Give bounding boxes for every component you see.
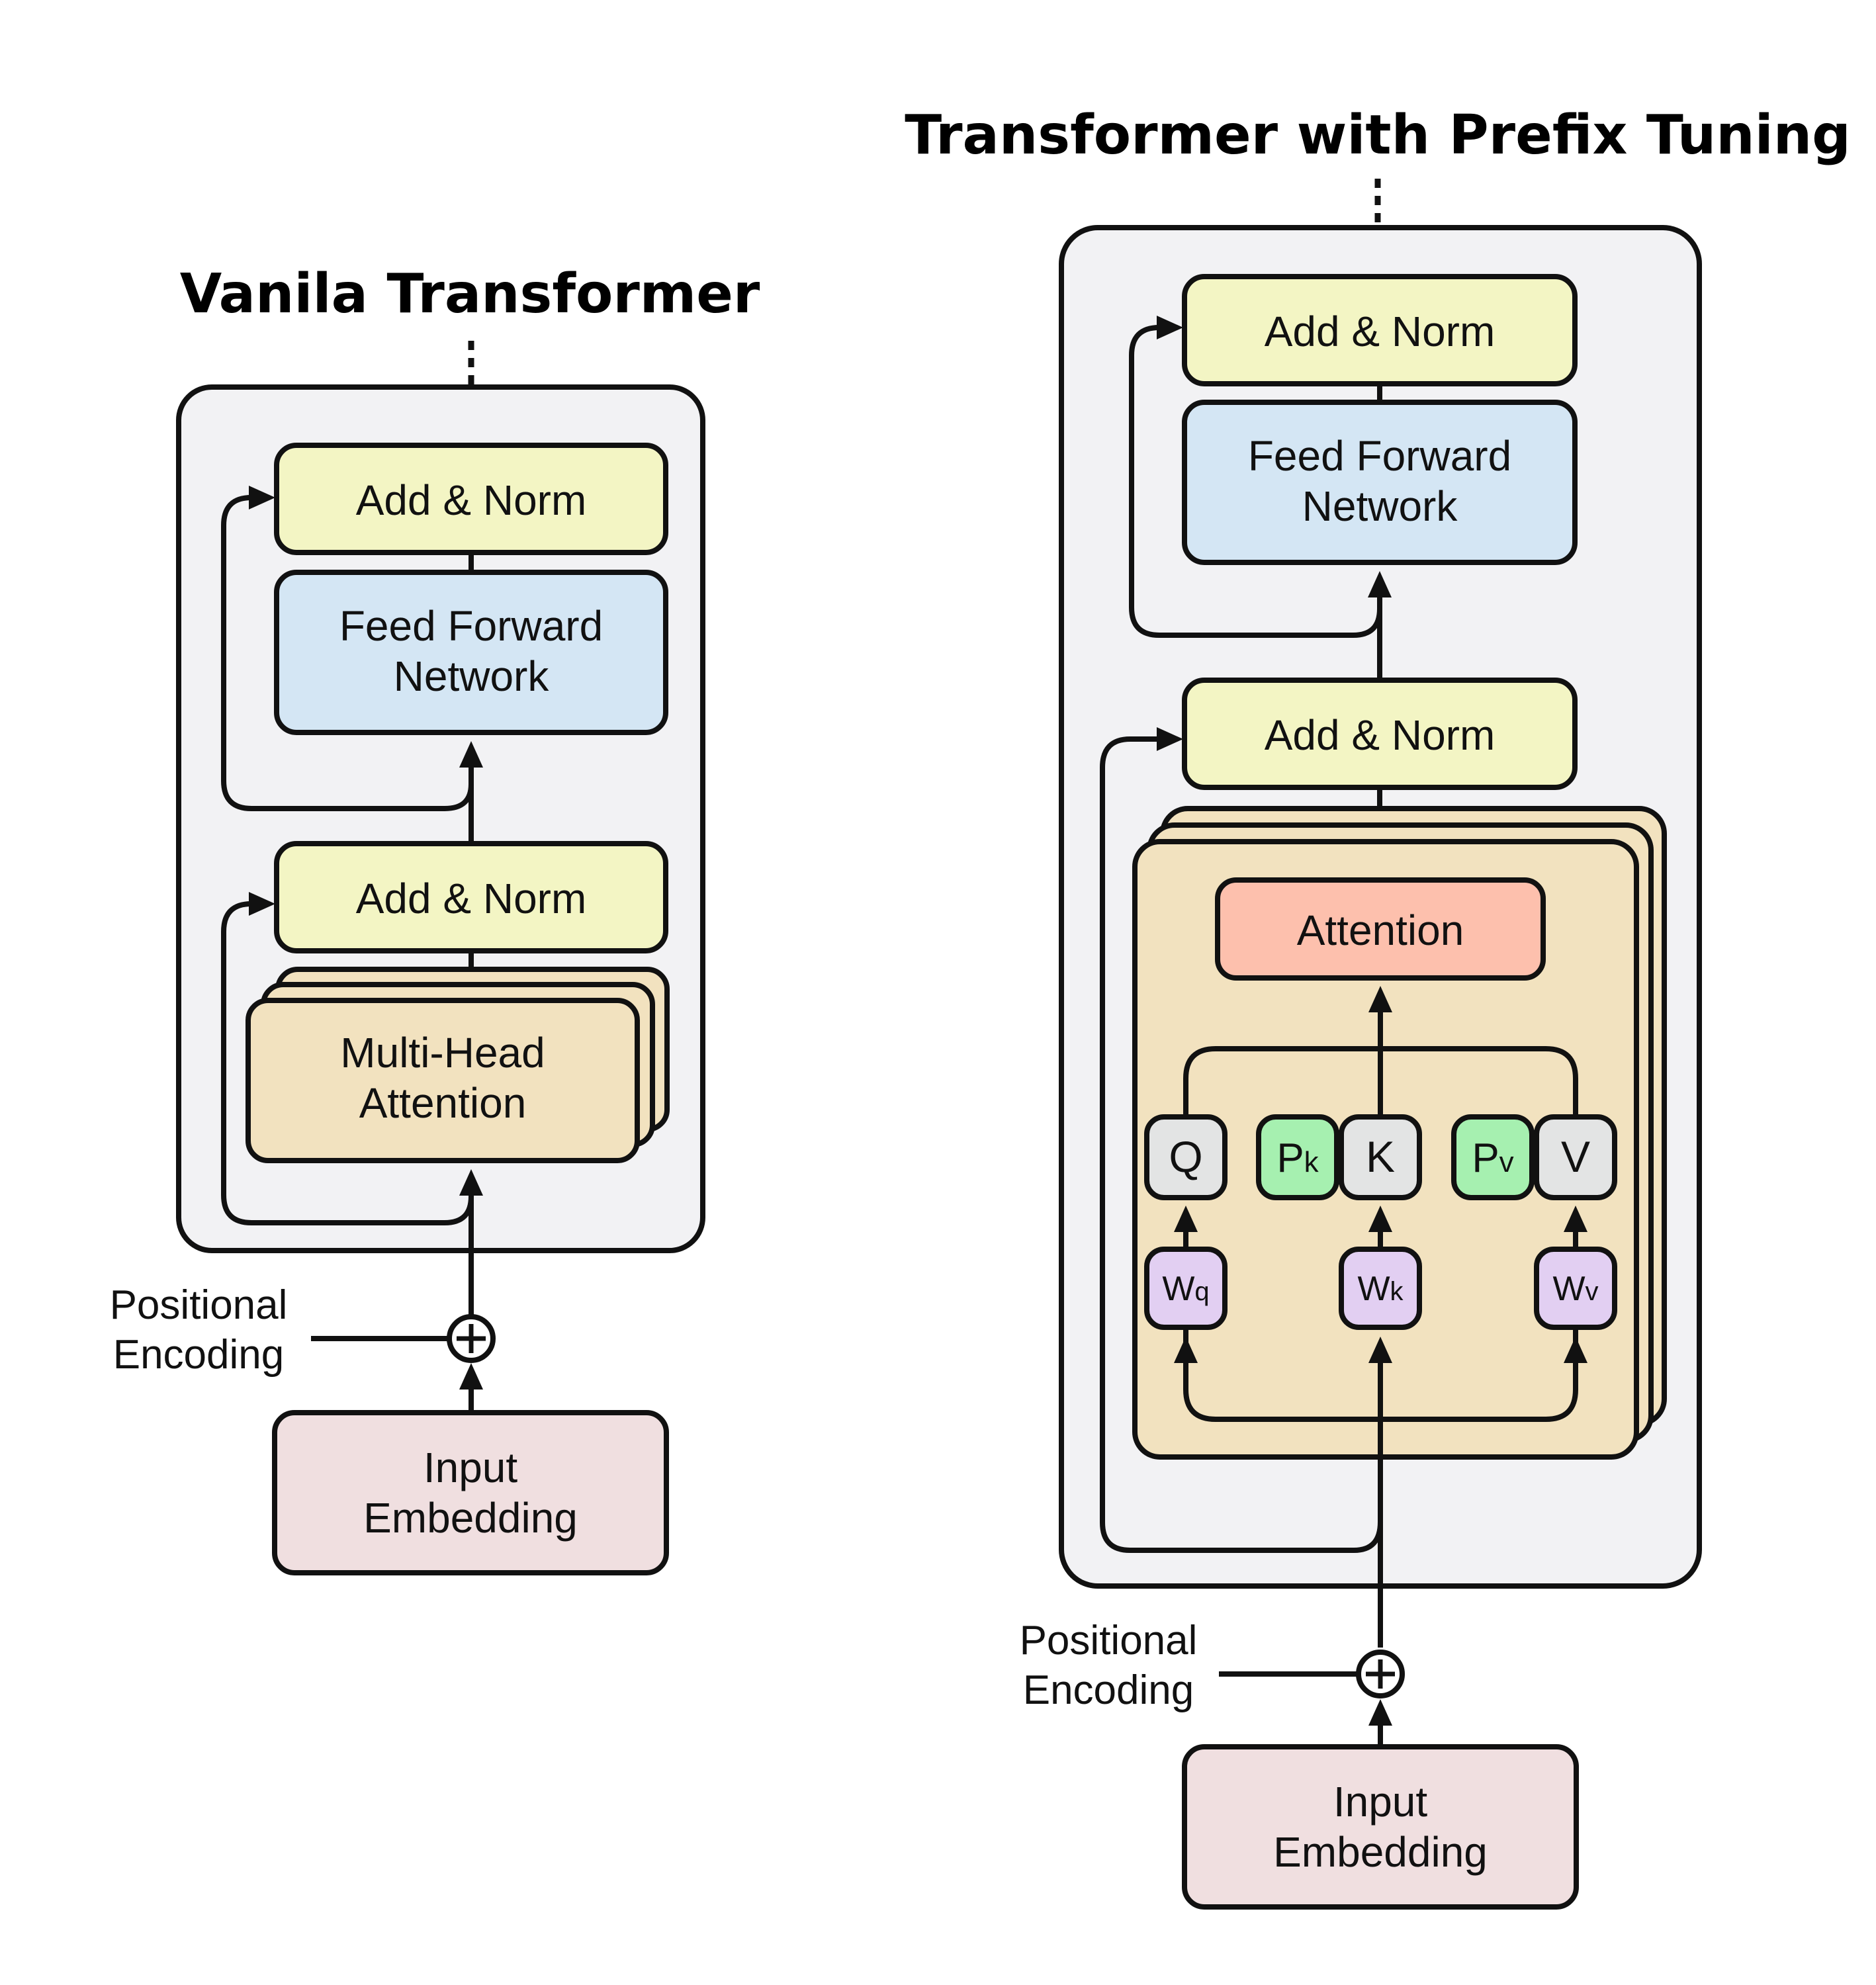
vanilla-mha-box [246, 998, 640, 1163]
vanilla-add-norm-bottom-label: Add & Norm [356, 875, 587, 922]
prefix-v-box [1534, 1114, 1617, 1200]
vanilla-feed-forward-line1: Feed Forward [339, 602, 603, 650]
prefix-pk-label: Pk [1276, 1135, 1319, 1181]
prefix-k-label: K [1366, 1132, 1395, 1181]
vanilla-feed-forward-box [274, 570, 668, 735]
prefix-wq-label: Wq [1162, 1270, 1209, 1308]
prefix-positional-encoding-line1: Positional [1020, 1618, 1198, 1663]
prefix-input-embedding-line2: Embedding [1273, 1828, 1488, 1876]
prefix-k-box [1339, 1114, 1422, 1200]
prefix-residual-ff [1129, 316, 1382, 638]
prefix-residual-attention [1100, 727, 1383, 1553]
prefix-add-operator-icon [1356, 1650, 1405, 1698]
prefix-input-embedding-line1: Input [1333, 1778, 1428, 1826]
prefix-pk-box [1256, 1114, 1339, 1200]
prefix-positional-encoding-line2: Encoding [1023, 1667, 1194, 1713]
vanilla-residual-mha [221, 892, 474, 1225]
prefix-attention-label: Attention [1297, 906, 1464, 954]
prefix-title: Transformer with Prefix Tuning [905, 104, 1851, 167]
vanilla-mha-line1: Multi-Head [340, 1029, 545, 1077]
prefix-wk-label: Wk [1357, 1270, 1404, 1308]
prefix-wk-box [1339, 1247, 1422, 1330]
prefix-q-label: Q [1169, 1132, 1202, 1181]
prefix-wv-label: Wv [1552, 1270, 1598, 1308]
prefix-feed-forward-line2: Network [1302, 482, 1458, 530]
prefix-pv-label: Pv [1472, 1135, 1513, 1181]
vanilla-input-embedding-box [272, 1410, 669, 1575]
prefix-add-norm-top-label: Add & Norm [1265, 308, 1496, 355]
prefix-input-embedding-box [1182, 1744, 1579, 1910]
vanilla-positional-encoding-line2: Encoding [113, 1332, 285, 1378]
prefix-v-label: V [1561, 1132, 1590, 1181]
prefix-transformer: Transformer with Prefix Tuning Add & Nor… [905, 104, 1851, 1910]
prefix-attention-box [1215, 877, 1546, 981]
vanilla-input-embedding-line1: Input [424, 1444, 518, 1491]
vanilla-add-operator-icon [447, 1314, 496, 1363]
prefix-add-norm-bottom-label: Add & Norm [1265, 711, 1496, 759]
vanilla-input-embedding-line2: Embedding [363, 1494, 578, 1542]
vanilla-feed-forward-line2: Network [394, 652, 550, 700]
prefix-pv-box [1451, 1114, 1535, 1200]
vanilla-add-norm-top-label: Add & Norm [356, 476, 587, 524]
vanilla-mha-line2: Attention [359, 1079, 527, 1127]
prefix-feed-forward-line1: Feed Forward [1248, 432, 1511, 480]
prefix-wq-box [1144, 1247, 1228, 1330]
vanilla-residual-ff [221, 486, 474, 811]
prefix-wv-box [1534, 1247, 1617, 1330]
vanilla-title: Vanila Transformer [180, 263, 760, 326]
prefix-feed-forward-box [1182, 400, 1578, 565]
vanilla-positional-encoding-line1: Positional [110, 1282, 288, 1328]
vanilla-transformer: Vanila Transformer Add & Norm Feed Forwa… [110, 263, 760, 1575]
prefix-q-box [1144, 1114, 1228, 1200]
